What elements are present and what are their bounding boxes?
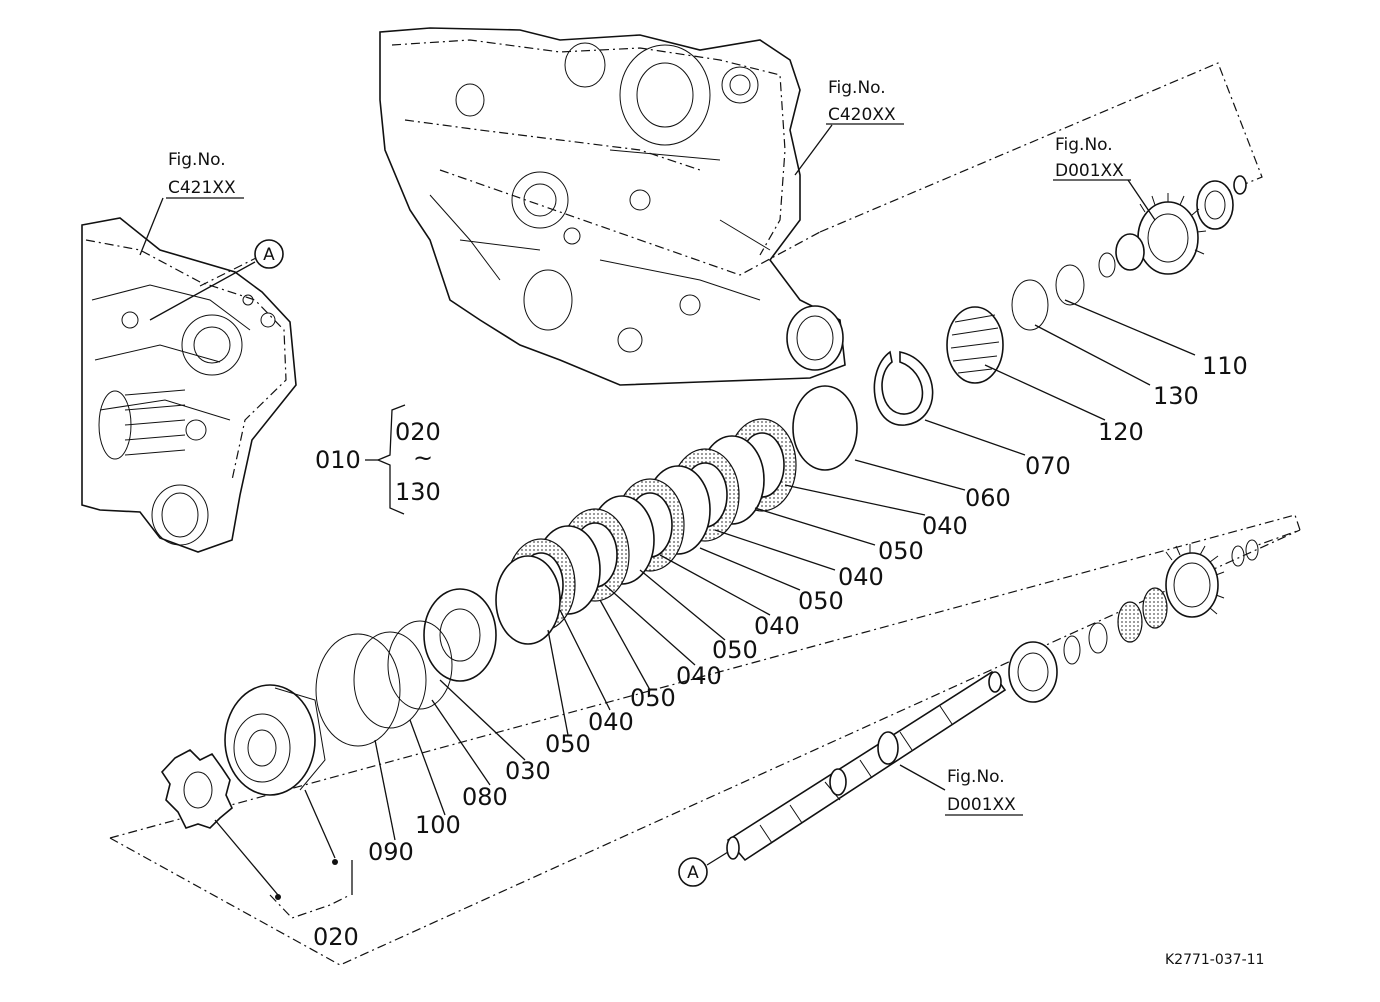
leader-lines — [139, 123, 1196, 900]
part-number-050: 050 — [545, 730, 591, 758]
part-number-050: 050 — [712, 636, 758, 664]
part-numbers: 110 130 120 070 060 040 050 040 050 040 … — [313, 352, 1248, 951]
part-number-120: 120 — [1098, 418, 1144, 446]
part-number-040: 040 — [922, 512, 968, 540]
fig-ref-code: C420XX — [828, 105, 896, 125]
top-housing — [379, 27, 846, 386]
fig-ref-code: D001XX — [1055, 161, 1124, 181]
output-shaft — [726, 539, 1259, 862]
assembly-range-from: 020 — [395, 418, 441, 446]
callout-letter: A — [687, 863, 699, 883]
fig-ref-code: D001XX — [947, 795, 1016, 815]
part-number-040: 040 — [676, 662, 722, 690]
part-number-020: 020 — [313, 923, 359, 951]
part-number-110: 110 — [1202, 352, 1248, 380]
fig-ref-label: Fig.No. — [947, 767, 1005, 787]
counter-gear-stack — [946, 175, 1247, 384]
part-number-040: 040 — [838, 563, 884, 591]
diagram-code: K2771-037-11 — [1165, 952, 1264, 968]
assembly-range-tilde: ~ — [413, 444, 433, 472]
part-number-040: 040 — [588, 708, 634, 736]
fig-ref-c420: Fig.No. C420XX — [828, 78, 896, 125]
part-number-050: 050 — [798, 587, 844, 615]
fig-ref-label: Fig.No. — [1055, 135, 1113, 155]
part-number-080: 080 — [462, 783, 508, 811]
left-housing — [81, 217, 297, 553]
callout-a-bottom: A — [678, 857, 708, 887]
fig-ref-code: C421XX — [168, 178, 236, 198]
part-number-050: 050 — [630, 684, 676, 712]
part-number-030: 030 — [505, 757, 551, 785]
callout-letter: A — [263, 245, 275, 265]
part-number-050: 050 — [878, 537, 924, 565]
part-number-090: 090 — [368, 838, 414, 866]
fig-ref-label: Fig.No. — [168, 150, 226, 170]
callout-a-top: A — [254, 239, 284, 269]
part-number-060: 060 — [965, 484, 1011, 512]
part-number-100: 100 — [415, 811, 461, 839]
assembly-number: 010 — [315, 446, 361, 474]
assembly-label: 010 020 ~ 130 — [315, 418, 441, 506]
part-number-070: 070 — [1025, 452, 1071, 480]
assembly-range-to: 130 — [395, 478, 441, 506]
part-number-130: 130 — [1153, 382, 1199, 410]
clutch-pack — [160, 350, 934, 829]
part-number-040: 040 — [754, 612, 800, 640]
fig-ref-d001-bottom: Fig.No. D001XX — [947, 767, 1016, 815]
fig-ref-label: Fig.No. — [828, 78, 886, 98]
fig-ref-d001-top: Fig.No. D001XX — [1055, 135, 1124, 181]
fig-ref-c421: Fig.No. C421XX — [168, 150, 236, 198]
